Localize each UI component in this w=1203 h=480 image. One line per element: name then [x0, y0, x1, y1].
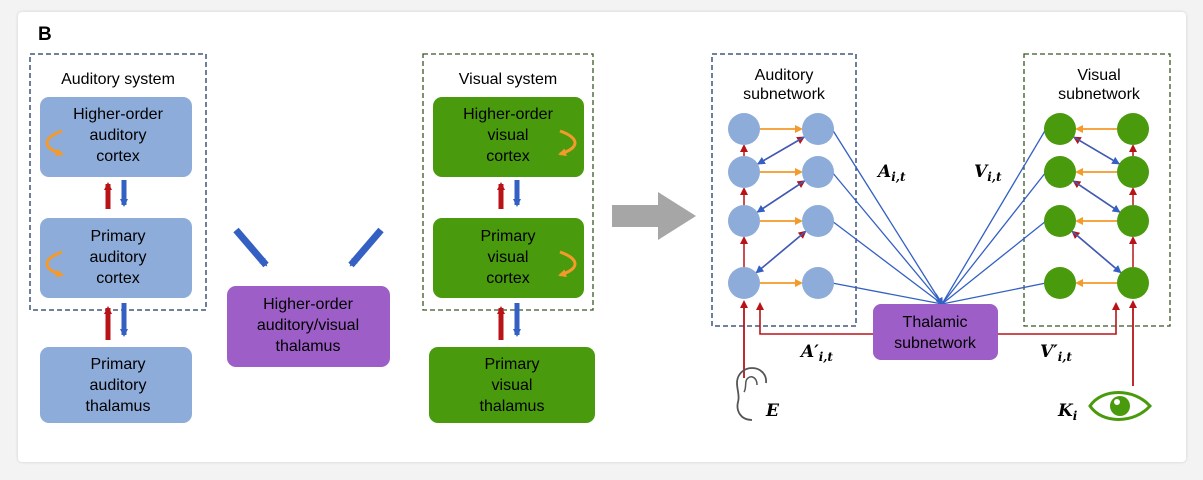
recurrent-arrow-icon [45, 129, 64, 157]
label-A: Ai,t [876, 162, 906, 184]
visual-node [1117, 205, 1149, 237]
box-line: thalamus [480, 398, 545, 415]
figure-panel [18, 12, 1186, 462]
visual-node [1117, 156, 1149, 188]
label-K: Ki [1057, 401, 1078, 423]
box-line: Higher-order [463, 106, 553, 123]
higher-order-visual-cortex-box [433, 97, 584, 177]
visual-to-thalamus-edge [941, 282, 1047, 305]
box-line: cortex [486, 270, 530, 287]
thalamic-to-auditory-arrow [756, 302, 873, 335]
thalamic-subnetwork-label: Thalamic [903, 314, 968, 331]
box-line: cortex [486, 148, 530, 165]
network-nodes [728, 113, 1149, 299]
network-edges [740, 125, 1137, 386]
auditory-subnetwork-border [711, 53, 857, 327]
hub-arrowhead [935, 293, 944, 306]
recurrent-arrow-icon [45, 250, 64, 278]
auditory-node [728, 113, 760, 145]
auditory-node [802, 156, 834, 188]
auditory-system-title: Auditory system [61, 71, 175, 88]
box-line: auditory/visual [257, 317, 359, 334]
box-line: auditory [90, 127, 147, 144]
transition-arrow-icon [612, 192, 696, 240]
thalamic-subnetwork-label: subnetwork [894, 335, 977, 352]
auditory-to-thalamus-edge [831, 220, 943, 305]
box-line: auditory [90, 249, 147, 266]
box-line: Primary [90, 356, 145, 373]
visual-feedback-edge [1072, 180, 1121, 213]
primary-auditory-cortex-box [40, 218, 192, 298]
thalamic-subnetwork-box [873, 304, 998, 360]
primary-auditory-thalamus-box [40, 347, 192, 423]
visual-node [1044, 205, 1076, 237]
box-line: thalamus [86, 398, 151, 415]
recurrent-arrow-icon [558, 250, 577, 278]
auditory-system-border [29, 53, 207, 311]
higher-order-auditory-cortex-box [40, 97, 192, 177]
box-line: visual [488, 249, 529, 266]
eye-icon [1088, 391, 1153, 421]
box-line: Primary [484, 356, 539, 373]
auditory-to-thalamus-edge [831, 282, 943, 305]
auditory-feedback-edge [756, 136, 805, 165]
auditory-node [802, 205, 834, 237]
auditory-node [802, 113, 834, 145]
box-line: cortex [96, 148, 140, 165]
visual-system-title: Visual system [459, 71, 557, 88]
label-E: E [765, 401, 780, 421]
label-A-prime: A′i,t [799, 342, 833, 364]
auditory-node [728, 205, 760, 237]
box-line: Higher-order [73, 106, 163, 123]
auditory-node [728, 156, 760, 188]
higher-order-thalamus-box [227, 286, 390, 367]
visual-node [1117, 267, 1149, 299]
auditory-to-thalamus-edge [831, 128, 943, 305]
visual-to-thalamus-edge [941, 220, 1047, 305]
box-line: Higher-order [263, 296, 353, 313]
visual-subnetwork-title: subnetwork [1058, 86, 1141, 103]
visual-node [1044, 113, 1076, 145]
auditory-subnetwork-title: subnetwork [743, 86, 826, 103]
auditory-feedback-edge [756, 180, 806, 213]
auditory-to-thalamus-edge [831, 171, 943, 305]
visual-feedback-edge [1073, 136, 1121, 165]
visual-to-thalamus-edge [941, 171, 1047, 305]
recurrent-arrow-icon [558, 129, 577, 157]
box-line: auditory [90, 377, 147, 394]
ear-icon [736, 367, 767, 421]
box-line: thalamus [276, 338, 341, 355]
visual-node [1044, 156, 1076, 188]
visual-feedback-edge [1071, 230, 1122, 274]
label-V: Vi,t [974, 162, 1002, 184]
visual-node [1117, 113, 1149, 145]
visual-subnetwork-title: Visual [1077, 67, 1120, 84]
box-line: Primary [480, 228, 535, 245]
visual-system-border [422, 53, 594, 311]
box-line: Primary [90, 228, 145, 245]
visual-subnetwork-border [1023, 53, 1171, 327]
auditory-node [728, 267, 760, 299]
box-line: visual [492, 377, 533, 394]
box-line: cortex [96, 270, 140, 287]
panel-label: B [38, 24, 52, 45]
label-V-prime: V′i,t [1040, 342, 1072, 364]
visual-to-thalamus-edge [941, 128, 1047, 305]
thalamic-to-visual-arrow [998, 302, 1120, 335]
auditory-subnetwork-title: Auditory [755, 67, 814, 84]
auditory-node [802, 267, 834, 299]
box-line: visual [488, 127, 529, 144]
convergence-arrow [348, 227, 384, 268]
convergence-arrow [233, 227, 269, 268]
primary-visual-thalamus-box [429, 347, 595, 423]
primary-visual-cortex-box [433, 218, 584, 298]
visual-node [1044, 267, 1076, 299]
auditory-feedback-edge [755, 230, 807, 274]
